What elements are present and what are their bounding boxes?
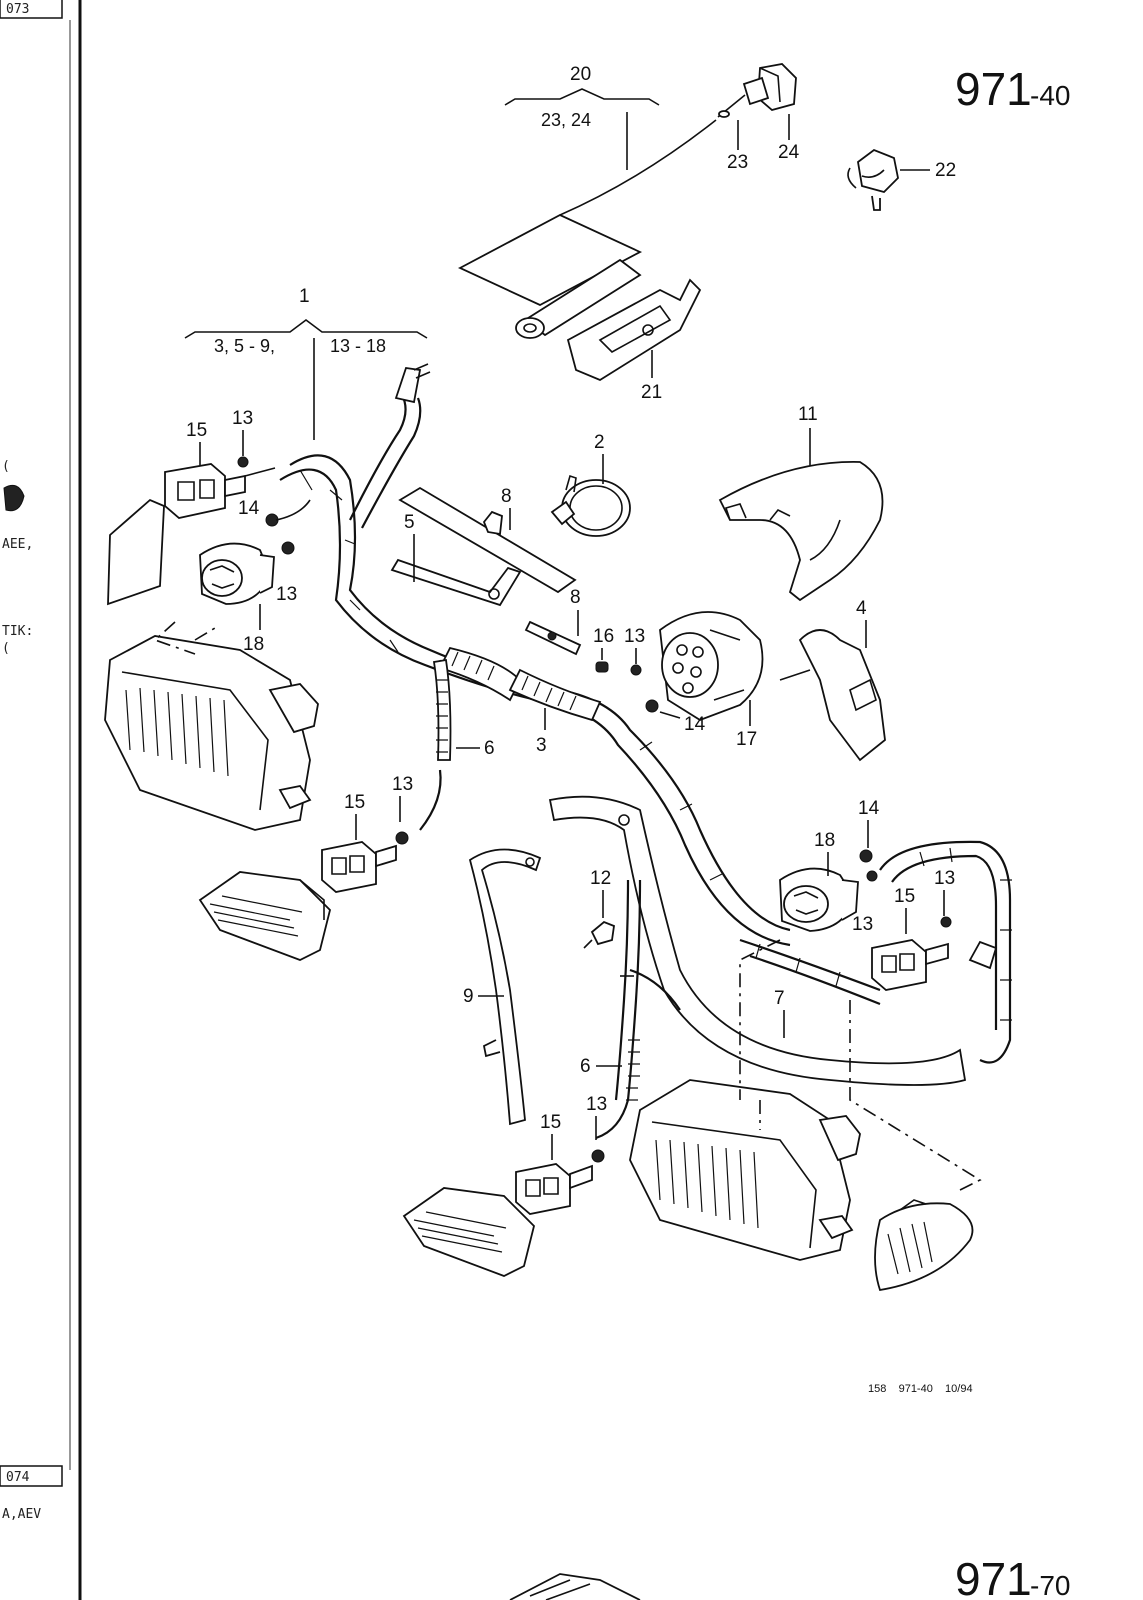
part-24-connector [717, 63, 797, 118]
part-15-connector-lower [515, 1163, 593, 1215]
part-8-clip-upper [482, 510, 503, 536]
part-3-corrugated-tube [438, 646, 602, 722]
callout-13: 13 [852, 914, 873, 935]
harness-branch-top [349, 394, 407, 521]
callout-3: 3 [536, 735, 547, 756]
callout-1: 1 [299, 286, 310, 307]
callout-13: 13 [934, 868, 955, 889]
part-18-connector-top [199, 542, 275, 605]
group-20-parts: 23, 24 [541, 110, 591, 130]
callout-13: 13 [392, 774, 413, 795]
callout-13: 13 [624, 626, 645, 647]
part-15-connector-left [321, 841, 397, 893]
part-9-hose [468, 848, 542, 1126]
margin-fragment: ( [2, 459, 10, 474]
group-bracket-20: 20 23, 24 [504, 64, 660, 170]
callout-16: 16 [593, 626, 614, 647]
assembly-leader [153, 621, 216, 655]
callout-13: 13 [232, 408, 253, 429]
part-8-clip-lower [524, 620, 582, 656]
page-number-suffix: -40 [1030, 80, 1070, 111]
sensor-wire [559, 119, 717, 216]
fog-lamp-left [198, 871, 331, 961]
callout-6: 6 [484, 738, 495, 759]
part-15-connector-top [164, 463, 276, 519]
callout-13: 13 [276, 584, 297, 605]
callout-13: 13 [586, 1094, 607, 1115]
callout-12: 12 [590, 868, 611, 889]
callout-21: 21 [641, 382, 662, 403]
ground-terminal [394, 363, 431, 404]
next-page-number-main: 971 [955, 1553, 1032, 1600]
margin-fragment: AEE, [2, 537, 33, 552]
assembly-leader [849, 1000, 982, 1191]
callout-24: 24 [778, 142, 800, 163]
callout-14: 14 [858, 798, 880, 819]
assembly-leader [739, 939, 781, 1130]
margin-fragment: ( [2, 641, 10, 656]
wiring-harness-right [739, 840, 1012, 1064]
callout-15: 15 [894, 886, 915, 907]
group-1-parts-left: 3, 5 - 9, [214, 336, 275, 356]
lamp-cover-left [107, 498, 165, 606]
callout-17: 17 [736, 729, 757, 750]
callout-4: 4 [856, 598, 867, 619]
part-22-clip [847, 148, 899, 211]
callout-2: 2 [594, 432, 605, 453]
part-7-hose [548, 795, 967, 1086]
part-4-bracket [779, 629, 886, 762]
margin-fragment: TIK: [2, 624, 33, 639]
headlamp-left [104, 635, 319, 831]
margin-fragment-mark [3, 484, 25, 512]
next-page-number-suffix: -70 [1030, 1570, 1070, 1600]
callout-8: 8 [501, 486, 512, 507]
callout-18: 18 [814, 830, 835, 851]
part-17-grommet [659, 611, 764, 721]
margin-box-top [0, 0, 63, 19]
callout-7: 7 [774, 988, 785, 1009]
margin-box-bottom [0, 1465, 63, 1487]
callout-9: 9 [463, 986, 474, 1007]
part-12-clip [583, 920, 615, 949]
turn-signal-lens [874, 1202, 974, 1292]
part-18-connector-right [779, 867, 859, 932]
callout-6: 6 [580, 1056, 591, 1077]
headlamp-right [629, 1079, 861, 1261]
reference-code: 158 971-40 10/94 [868, 1383, 973, 1395]
callout-18: 18 [243, 634, 264, 655]
callout-20: 20 [570, 64, 591, 85]
next-page-art-fragment [509, 1573, 641, 1600]
callout-14: 14 [684, 714, 706, 735]
part-6-tube-left [419, 658, 452, 831]
part-2-clamp [550, 474, 631, 537]
callout-11: 11 [798, 404, 818, 425]
callout-15: 15 [344, 792, 365, 813]
callout-15: 15 [540, 1112, 561, 1133]
group-bracket-1: 1 3, 5 - 9, 13 - 18 [184, 286, 428, 440]
callout-15: 15 [186, 420, 207, 441]
margin-box-bottom-label: 074 [6, 1470, 30, 1485]
part-21-holder [566, 278, 702, 382]
part-5-bracket [390, 486, 577, 607]
margin-fragment: A,AEV [2, 1507, 41, 1522]
part-15-connector-right [871, 939, 949, 991]
callout-14: 14 [238, 498, 260, 519]
sensor-pad [457, 213, 643, 339]
wiring-harness-lower [595, 879, 681, 1140]
page-number-main: 971 [955, 63, 1032, 115]
part-16-plug [595, 661, 609, 673]
group-1-parts-right: 13 - 18 [330, 336, 386, 356]
callout-8: 8 [570, 587, 581, 608]
fog-lamp-right [402, 1187, 535, 1277]
part-11-cover [718, 461, 884, 602]
margin-box-top-label: 073 [6, 2, 29, 17]
callout-5: 5 [404, 512, 415, 533]
callout-22: 22 [935, 160, 956, 181]
callout-23: 23 [727, 152, 748, 173]
